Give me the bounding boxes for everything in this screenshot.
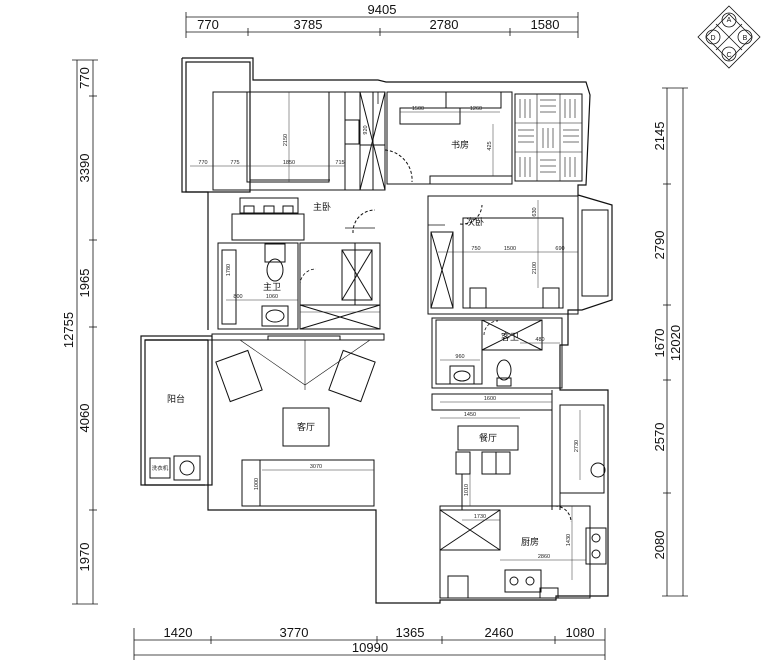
- parquet-pattern: [515, 94, 582, 181]
- left-total-dim: 12755: [61, 312, 76, 348]
- bottom-dim-1: 1420: [164, 625, 193, 640]
- dim-study-1260: 1260: [470, 106, 482, 112]
- room-master-bedroom: 主卧: [313, 201, 331, 212]
- dimension-labels: 9405 770 3785 2780 1580 1420 3770 1365 2…: [61, 2, 683, 655]
- right-total-dim: 12020: [668, 325, 683, 361]
- dim-bath-1060: 1060: [266, 294, 278, 300]
- dim-sb-1500: 1500: [504, 246, 516, 252]
- room-guest-bath: 客卫: [501, 331, 519, 342]
- bottom-dim-4: 2460: [485, 625, 514, 640]
- dim-kt-2860: 2860: [538, 554, 550, 560]
- right-dim-5: 2080: [652, 531, 667, 560]
- dim-mb-715: 715: [335, 160, 344, 166]
- interior-walls: [149, 91, 609, 599]
- dim-sb-690: 690: [555, 246, 564, 252]
- compass-a: A: [727, 17, 732, 24]
- dim-bath-1780: 1780: [226, 264, 232, 276]
- dim-kt-2730: 2730: [574, 440, 580, 452]
- left-dim-4: 4060: [77, 404, 92, 433]
- room-second-bedroom: 次卧: [466, 216, 484, 227]
- dim-sb-2100: 2100: [532, 262, 538, 274]
- bottom-dim-2: 3770: [280, 625, 309, 640]
- right-dim-4: 2570: [652, 423, 667, 452]
- room-labels: 主卧 书房 次卧 主卫 客卫 阳台 客厅 餐厅 厨房 洗衣机: [152, 139, 539, 547]
- room-living: 客厅: [297, 421, 315, 432]
- dim-lr-1000: 1000: [254, 478, 260, 490]
- dim-dn-1010: 1010: [464, 484, 470, 496]
- left-dim-1: 770: [77, 67, 92, 89]
- inner-dimension-lines: [190, 92, 586, 580]
- top-total-dim: 9405: [368, 2, 397, 17]
- dim-sb-630: 630: [532, 207, 538, 216]
- room-study: 书房: [451, 139, 469, 150]
- top-dim-1: 770: [197, 17, 219, 32]
- dim-dn-1600: 1600: [484, 396, 496, 402]
- compass-b: B: [743, 35, 748, 42]
- bottom-dim-5: 1080: [566, 625, 595, 640]
- compass-d: D: [710, 35, 715, 42]
- left-dim-5: 1970: [77, 543, 92, 572]
- exterior-walls: [140, 57, 613, 604]
- compass-icon: A B C D: [697, 5, 761, 69]
- dim-gb-960: 960: [455, 354, 464, 360]
- room-balcony: 阳台: [167, 393, 185, 404]
- dim-study-425: 425: [487, 141, 493, 150]
- bottom-dim-3: 1365: [396, 625, 425, 640]
- right-dim-1: 2145: [652, 122, 667, 151]
- dim-kt-1430: 1430: [566, 534, 572, 546]
- compass-c: C: [726, 52, 731, 59]
- room-kitchen: 厨房: [521, 536, 539, 547]
- door-openings: [299, 92, 499, 336]
- dim-mb-2150: 2150: [283, 134, 289, 146]
- dim-bath-800: 800: [233, 294, 242, 300]
- dim-study-1500: 1500: [412, 106, 424, 112]
- dim-sb-750: 750: [471, 246, 480, 252]
- top-dim-2: 3785: [294, 17, 323, 32]
- right-dim-2: 2790: [652, 231, 667, 260]
- top-dim-4: 1580: [531, 17, 560, 32]
- dim-mb-920: 920: [363, 125, 369, 134]
- dimension-lines: [72, 12, 688, 660]
- left-dim-3: 1965: [77, 269, 92, 298]
- left-dim-2: 3390: [77, 154, 92, 183]
- dim-mb-1850: 1850: [283, 160, 295, 166]
- bottom-total-dim: 10990: [352, 640, 388, 655]
- top-dim-3: 2780: [430, 17, 459, 32]
- room-dining: 餐厅: [479, 432, 497, 443]
- dim-lr-3070: 3070: [310, 464, 322, 470]
- right-dim-3: 1670: [652, 329, 667, 358]
- dim-gb-480: 480: [535, 337, 544, 343]
- dim-kt-1730: 1730: [474, 514, 486, 520]
- room-master-bath: 主卫: [263, 281, 281, 292]
- inner-dimension-labels: 770 775 1850 715 2150 920 1500 1260 425 …: [198, 106, 580, 560]
- dim-mb-770: 770: [198, 160, 207, 166]
- dim-dn-1450: 1450: [464, 412, 476, 418]
- washer-label: 洗衣机: [152, 464, 169, 472]
- dim-mb-775: 775: [230, 160, 239, 166]
